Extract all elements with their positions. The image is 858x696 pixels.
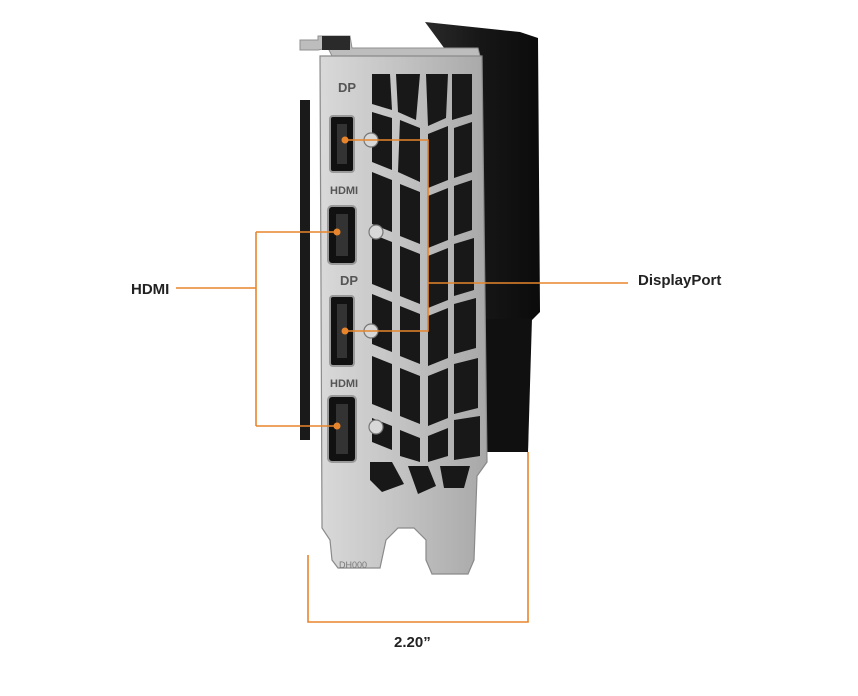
hdmi-callout-line xyxy=(176,231,336,427)
callout-dots xyxy=(333,136,349,430)
engraving-hdmi-2: HDMI xyxy=(330,378,358,390)
bracket-vents xyxy=(370,74,480,494)
displayport-callout-line xyxy=(345,139,628,332)
engraving-model-code: DH000 xyxy=(339,560,367,570)
callout-lines xyxy=(176,139,628,623)
displayport-callout-label: DisplayPort xyxy=(638,272,722,289)
engraving-hdmi-1: HDMI xyxy=(330,185,358,197)
screw-4 xyxy=(368,419,384,435)
engraving-dp-2: DP xyxy=(340,273,358,288)
ports xyxy=(327,115,357,463)
width-dimension-label: 2.20” xyxy=(394,634,431,651)
hdmi-callout-label: HDMI xyxy=(131,281,170,298)
engraving-dp-1: DP xyxy=(338,80,356,95)
screw-2 xyxy=(368,224,384,240)
bracket-top-slot xyxy=(322,36,350,50)
pcb-edge xyxy=(300,100,310,440)
width-dimension-line xyxy=(307,452,529,623)
